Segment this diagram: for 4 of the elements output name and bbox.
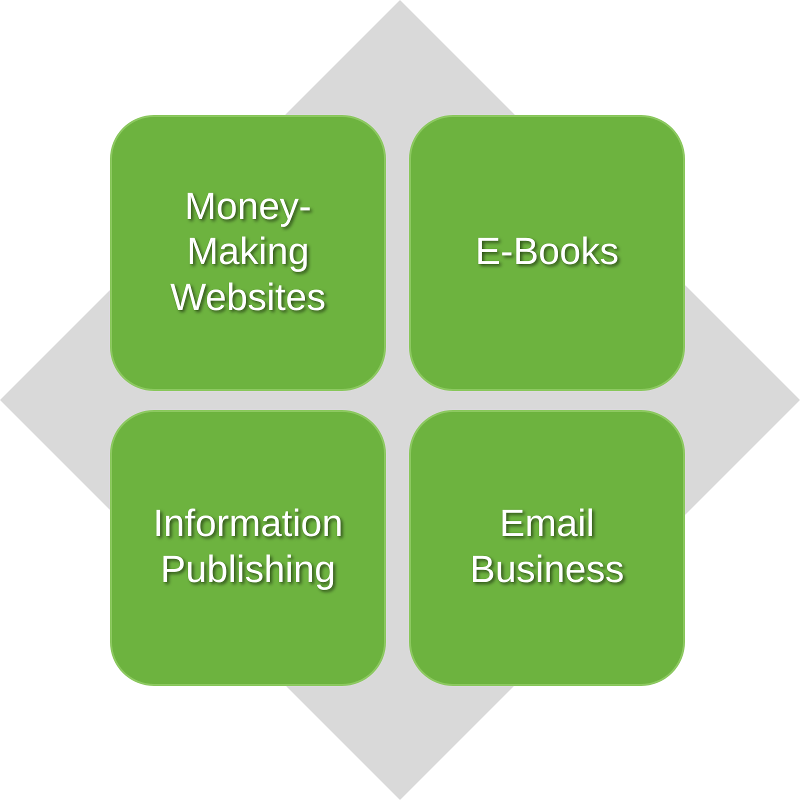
- topic-tile: Information Publishing: [110, 410, 386, 686]
- topic-tile: E-Books: [409, 115, 685, 391]
- topic-tile: Email Business: [409, 410, 685, 686]
- topic-tile: Money-Making Websites: [110, 115, 386, 391]
